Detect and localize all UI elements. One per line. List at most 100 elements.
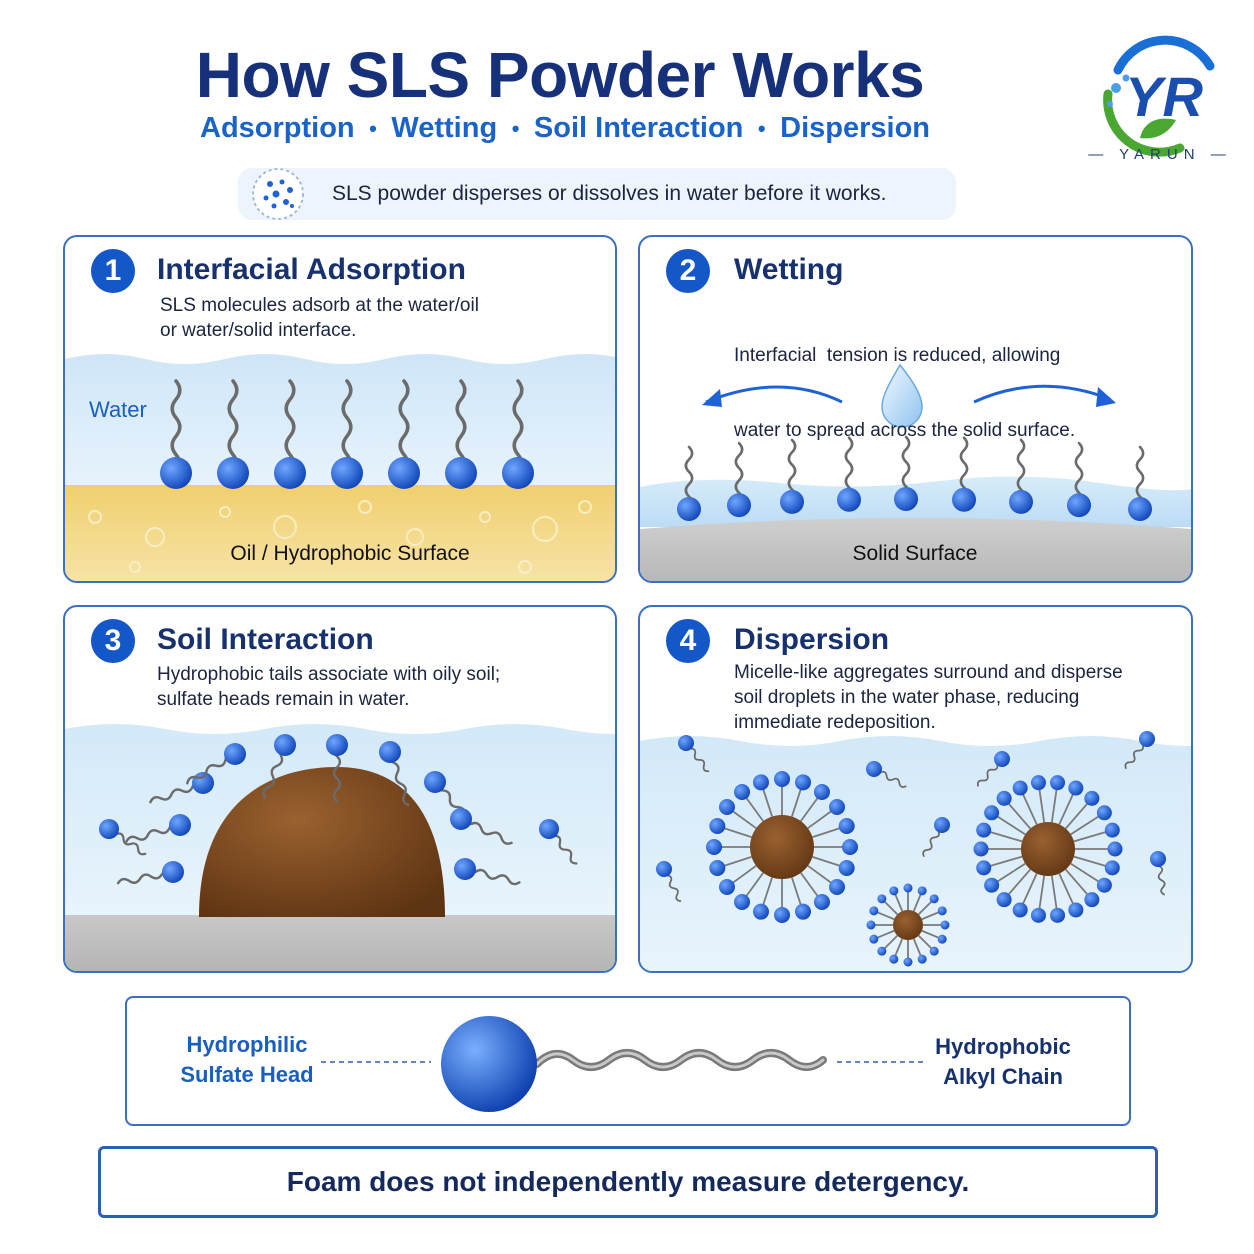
- panel-description: Hydrophobic tails associate with oily so…: [157, 662, 500, 712]
- sulfate-head: [996, 892, 1012, 908]
- panel-soil-interaction: 3 Soil Interaction Hydrophobic tails ass…: [63, 605, 617, 973]
- sulfate-head: [169, 814, 191, 836]
- step-badge-4: 4: [666, 619, 710, 663]
- sulfate-head: [917, 954, 927, 964]
- arrow-left-icon: [702, 389, 722, 407]
- alkyl-tail: [455, 379, 467, 475]
- sulfate-head: [502, 457, 534, 489]
- legend-line: Sulfate Head: [180, 1062, 314, 1087]
- sulfate-head: [877, 894, 887, 904]
- alkyl-tail: [398, 379, 410, 475]
- sulfate-head: [1050, 775, 1066, 791]
- sulfate-head: [326, 734, 348, 756]
- oily-soil-droplet: [199, 767, 445, 917]
- sulfate-head: [813, 783, 830, 800]
- sulfate-head: [388, 457, 420, 489]
- sulfate-head: [952, 487, 976, 512]
- panel-description: Interfacial tension is reduced, allowing…: [734, 293, 1075, 493]
- surface-label: Solid Surface: [852, 542, 978, 565]
- step-badge-1: 1: [91, 249, 135, 293]
- desc-line: immediate redeposition.: [734, 712, 936, 733]
- legend-tail-label: Hydrophobic Alkyl Chain: [923, 1032, 1083, 1092]
- desc-line: Micelle-like aggregates surround and dis…: [734, 662, 1123, 683]
- surface-label: Oil / Hydrophobic Surface: [230, 542, 470, 565]
- sulfate-head: [162, 861, 184, 883]
- panel-title: Interfacial Adsorption: [157, 253, 466, 286]
- sulfate-head: [274, 457, 306, 489]
- sulfate-head: [1068, 902, 1084, 918]
- sulfate-head: [734, 783, 751, 800]
- sulfate-head: [842, 839, 858, 855]
- sulfate-head: [829, 878, 846, 895]
- sulfate-head: [1128, 497, 1152, 521]
- sulfate-head: [929, 946, 939, 956]
- panel-title: Wetting: [734, 253, 844, 286]
- alkyl-tail: [227, 379, 239, 475]
- info-note: SLS powder disperses or dissolves in wat…: [238, 168, 956, 220]
- sulfate-head: [160, 457, 192, 489]
- logo-letters: YR: [1125, 65, 1203, 128]
- sulfate-head: [224, 743, 246, 765]
- panel-description: SLS molecules adsorb at the water/oil or…: [160, 293, 479, 343]
- footer-note: Foam does not independently measure dete…: [98, 1146, 1158, 1218]
- micelle-group: [656, 731, 1166, 967]
- sulfate-head: [829, 799, 846, 816]
- sulfate-head: [752, 774, 769, 791]
- water-label: Water: [89, 397, 147, 422]
- alkyl-tail: [512, 379, 524, 475]
- sulfate-head: [1067, 493, 1091, 518]
- sulfate-head: [889, 954, 899, 964]
- desc-line: soil droplets in the water phase, reduci…: [734, 687, 1080, 708]
- sulfate-head: [1104, 822, 1120, 838]
- sulfate-head: [1084, 790, 1100, 806]
- sulfate-head: [1139, 731, 1155, 747]
- desc-line: Interfacial tension is reduced, allowing: [734, 345, 1061, 366]
- sulfate-head: [1096, 877, 1112, 893]
- sulfate-head: [734, 894, 751, 911]
- sls-molecule-group: [99, 734, 578, 886]
- sulfate-head: [718, 799, 735, 816]
- sulfate-head: [795, 774, 812, 791]
- sulfate-head: [1068, 780, 1084, 796]
- dispersion-scene: [640, 731, 1191, 971]
- sulfate-head: [973, 841, 989, 857]
- sulfate-head: [934, 817, 950, 833]
- subtitle-bar: Adsorption • Wetting • Soil Interaction …: [200, 112, 930, 145]
- sulfate-head: [727, 493, 751, 518]
- subtitle-separator: •: [511, 115, 520, 141]
- sulfate-head-sphere: [441, 1016, 537, 1112]
- sulfate-head: [869, 934, 879, 944]
- subtitle-separator: •: [757, 115, 766, 141]
- sulfate-head: [217, 457, 249, 489]
- page-title: How SLS Powder Works: [195, 39, 925, 111]
- water-drop-icon: [881, 363, 923, 428]
- subtitle-separator: •: [369, 115, 377, 141]
- desc-line: water to spread across the solid surface…: [734, 420, 1076, 441]
- sulfate-head: [903, 957, 913, 967]
- sulfate-head: [709, 860, 726, 877]
- powder-dots-icon: [252, 168, 304, 220]
- sulfate-head: [877, 946, 887, 956]
- legend-line: Hydrophilic: [186, 1032, 308, 1057]
- sulfate-head: [1084, 892, 1100, 908]
- arrow-right-icon: [1096, 387, 1116, 407]
- sulfate-head: [1030, 907, 1046, 923]
- sulfate-head: [656, 861, 672, 877]
- sulfate-head: [869, 906, 879, 916]
- sulfate-head: [1096, 805, 1112, 821]
- sulfate-head: [813, 894, 830, 911]
- sulfate-head: [99, 819, 119, 839]
- sulfate-head: [866, 920, 876, 930]
- sls-molecule-group: [160, 379, 534, 489]
- sulfate-head: [706, 839, 722, 855]
- sulfate-head: [894, 487, 918, 511]
- brand-name: — YARUN —: [1088, 146, 1232, 163]
- sulfate-head: [838, 817, 855, 834]
- sulfate-head: [379, 741, 401, 763]
- sulfate-head: [795, 903, 812, 920]
- brand-name-text: YARUN: [1119, 146, 1201, 163]
- soil-droplet: [893, 910, 923, 940]
- alkyl-tail: [170, 379, 182, 475]
- sulfate-head: [903, 883, 913, 893]
- sulfate-head: [889, 886, 899, 896]
